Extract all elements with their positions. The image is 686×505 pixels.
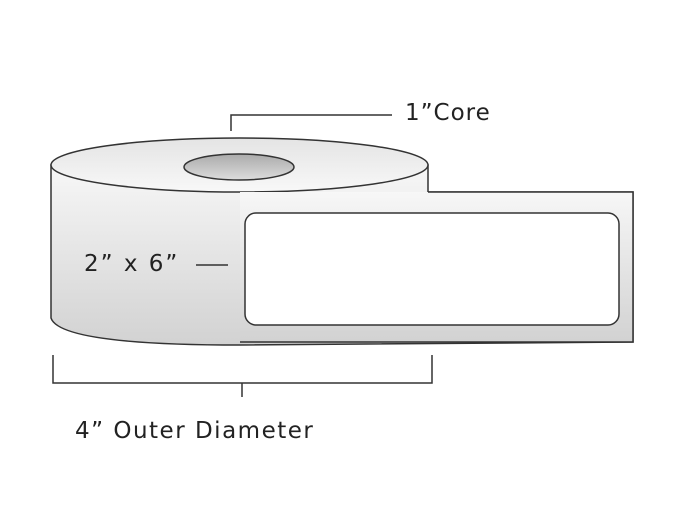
roll-core bbox=[183, 153, 295, 181]
diameter-label: 4” Outer Diameter bbox=[75, 418, 315, 444]
size-label: 2” x 6” bbox=[84, 251, 180, 277]
label bbox=[244, 212, 620, 326]
core-label: 1”Core bbox=[405, 100, 491, 126]
diameter-bracket bbox=[52, 355, 433, 397]
core-leader-line bbox=[230, 114, 392, 131]
